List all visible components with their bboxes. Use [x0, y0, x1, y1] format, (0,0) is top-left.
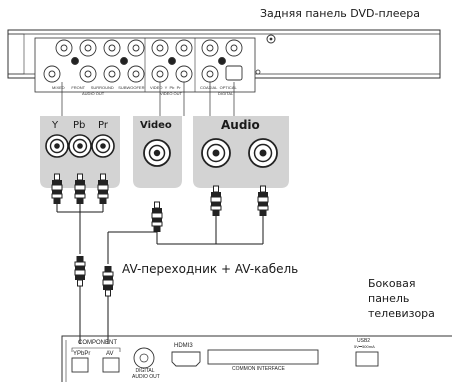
component-jacks	[45, 134, 115, 158]
cables	[56, 204, 264, 344]
dvd-video-label-pr: Pr	[176, 85, 181, 90]
dvd-audio-label-mixed: MIXED	[52, 85, 65, 90]
tv-caption: Боковая панель телевизора	[368, 276, 435, 321]
dvd-panel-caption: Задняя панель DVD-плеера	[260, 7, 420, 20]
dvd-audio-out-labels: MIXED FRONT SURROUND SUBWOOFER	[52, 85, 145, 90]
dvd-digital-label-coaxial: COAXIAL	[200, 85, 218, 90]
tv-caption-line-2: панель	[368, 292, 410, 305]
dvd-digital-jack-labels: COAXIAL OPTICAL	[200, 85, 237, 90]
cable-caption: AV-переходник + AV-кабель	[122, 262, 299, 276]
tv-common-interface-label: COMMON INTERFACE	[232, 366, 285, 372]
tv-av-label: AV	[106, 351, 114, 357]
av-cable-plugs	[151, 185, 269, 233]
tv-input-plugs	[74, 255, 114, 300]
dvd-digital-jacks	[201, 39, 243, 83]
socket-label-video: Video	[140, 120, 172, 131]
tv-side-panel	[61, 335, 452, 382]
tv-digital-audio-out-line-1: DIGITAL	[135, 368, 155, 374]
dvd-digital-label-optical: OPTICAL	[219, 85, 237, 90]
dvd-digital-label: DIGITAL	[218, 91, 234, 96]
socket-label-audio: Audio	[221, 118, 260, 132]
tv-ypbpr-label: YPbPr	[73, 351, 91, 357]
dvd-audio-out-jacks	[43, 39, 145, 83]
socket-label-y: Y	[52, 120, 59, 131]
dvd-video-label-y: Y	[164, 85, 168, 90]
tv-usb-label: USB2	[357, 338, 371, 344]
tv-usb-spec: 5V⎓500mA	[354, 344, 375, 349]
tv-digital-audio-out-label: DIGITAL AUDIO OUT	[132, 368, 160, 380]
leader-lines	[61, 82, 235, 116]
audio-socket-bg	[193, 116, 289, 188]
socket-label-pr: Pr	[98, 120, 108, 131]
dvd-audio-out-label: AUDIO OUT	[82, 91, 105, 96]
dvd-video-label-video: VIDEO	[150, 85, 163, 90]
video-jack	[143, 139, 171, 167]
dvd-video-labels: VIDEO Y Pb Pr	[150, 85, 181, 90]
dvd-audio-label-front: FRONT	[71, 85, 86, 90]
socket-label-pb: Pb	[73, 120, 86, 131]
tv-hdmi-label: HDMI3	[174, 343, 193, 349]
tv-component-label: COMPONENT	[78, 340, 117, 346]
audio-jacks	[201, 138, 278, 168]
dvd-video-out-label: VIDEO OUT	[160, 91, 183, 96]
dvd-video-label-pb: Pb	[169, 85, 175, 90]
tv-caption-line-3: телевизора	[368, 307, 435, 320]
dvd-audio-label-subwoofer: SUBWOOFER	[118, 85, 145, 90]
tv-caption-line-1: Боковая	[368, 277, 416, 290]
tv-digital-audio-out-line-2: AUDIO OUT	[132, 374, 160, 380]
dvd-audio-label-surround: SURROUND	[90, 85, 114, 90]
dvd-video-out-jacks	[151, 39, 193, 83]
